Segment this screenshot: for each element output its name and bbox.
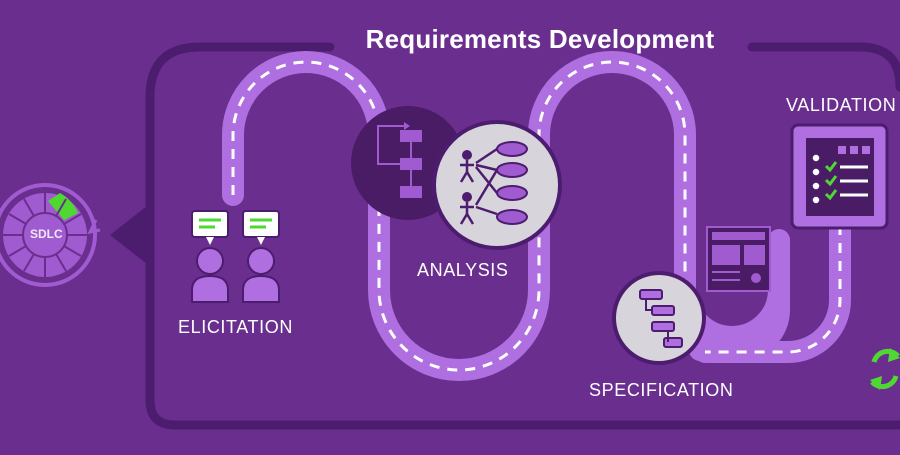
stage-label-elicitation: ELICITATION	[178, 317, 293, 337]
stage-label-analysis: ANALYSIS	[417, 260, 509, 280]
frame-pointer	[110, 202, 152, 268]
refresh-icon	[870, 348, 900, 390]
gantt-icon	[612, 271, 706, 365]
checklist-icon	[790, 123, 889, 230]
use-case-diagram-icon	[432, 120, 562, 250]
diagram-title: Requirements Development	[365, 24, 715, 54]
people-chat-icon	[191, 210, 280, 303]
diagram-frame-right	[747, 42, 900, 92]
stage-label-specification: SPECIFICATION	[589, 380, 734, 400]
diagram-frame	[145, 42, 900, 430]
sdlc-wheel-icon	[0, 183, 101, 287]
document-screen-icon	[706, 226, 771, 292]
process-path	[222, 51, 851, 381]
sdlc-label: SDLC	[30, 227, 63, 241]
stage-label-validation: VALIDATION	[786, 95, 897, 115]
